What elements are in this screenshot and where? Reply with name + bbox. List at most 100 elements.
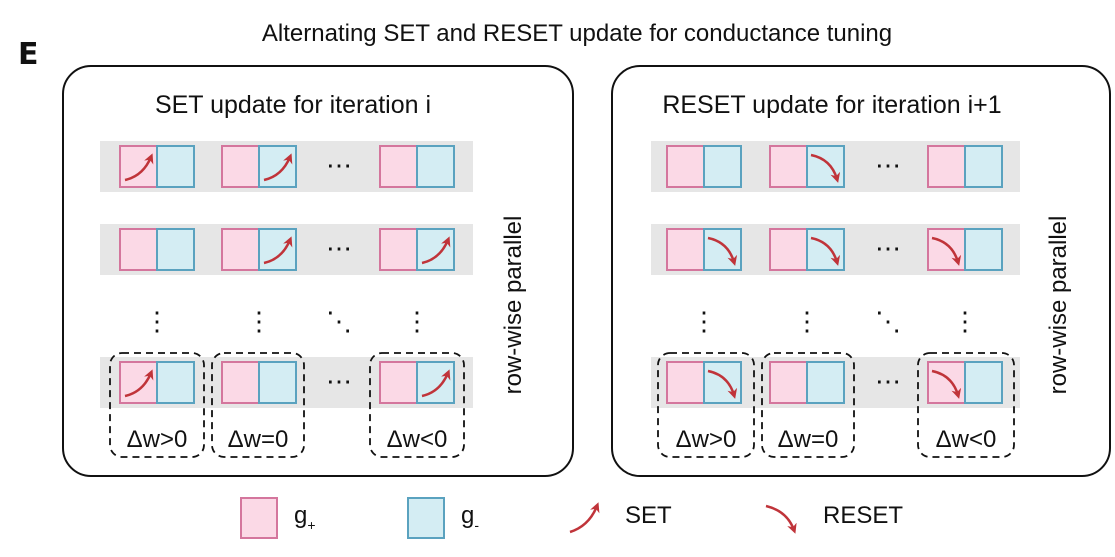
horizontal-ellipsis: ⋯ [875,366,901,396]
vertical-ellipsis: ⋮ [144,306,170,336]
reset-arrow-icon [707,236,738,266]
g-minus-cell [416,145,455,188]
delta-group-outline [761,352,855,458]
conductance-pair [221,361,297,404]
g-minus-cell [703,228,742,271]
horizontal-ellipsis: ⋯ [875,233,901,263]
g-minus-cell [156,145,195,188]
horizontal-ellipsis: ⋯ [326,150,352,180]
legend-g-plus: g+ [240,497,316,539]
g-plus-cell [927,145,966,188]
vertical-ellipsis: ⋮ [404,306,430,336]
g-plus-cell [666,145,705,188]
reset-panel-side-label: row-wise parallel [1045,216,1072,395]
g-plus-cell [666,361,705,404]
conductance-pair [666,361,742,404]
delta-w-label: Δw<0 [936,426,997,453]
diagonal-ellipsis: ⋱ [326,306,352,336]
set-panel-side-label: row-wise parallel [500,216,527,395]
g-plus-cell [927,361,966,404]
conductance-pair [119,145,195,188]
legend-reset-label: RESET [823,502,903,529]
g-plus-cell [379,145,418,188]
legend-set-arrow-icon [569,502,600,534]
vertical-ellipsis: ⋮ [794,306,820,336]
conductance-pair [221,228,297,271]
reset-arrow-icon [810,236,841,266]
g-minus-cell [258,145,297,188]
conductance-pair [379,145,455,188]
g-minus-cell [964,361,1003,404]
set-arrow-icon [263,153,293,182]
g-plus-cell [666,228,705,271]
set-panel-frame [62,65,574,477]
g-plus-cell [221,361,260,404]
delta-group-outline [917,352,1015,458]
g-minus-cell [806,228,845,271]
legend-g-plus-swatch [240,497,278,539]
reset-arrow-icon [931,369,962,399]
delta-group-outline [109,352,205,458]
set-arrow-icon [263,236,293,265]
legend: g+ g- SET RESET [240,497,903,539]
legend-g-minus-label: g- [461,502,479,533]
conductance-pair [666,145,742,188]
horizontal-ellipsis: ⋯ [326,233,352,263]
g-minus-cell [806,361,845,404]
legend-g-plus-base: g [294,502,307,529]
g-plus-cell [221,145,260,188]
legend-g-minus-swatch [407,497,445,539]
conductance-pair [379,361,455,404]
g-plus-cell [769,228,808,271]
reset-arrow-icon [707,369,738,399]
g-plus-cell [221,228,260,271]
conductance-pair [769,145,845,188]
delta-group-outline [369,352,465,458]
g-minus-cell [703,361,742,404]
vertical-ellipsis: ⋮ [952,306,978,336]
delta-w-label: Δw>0 [676,426,737,453]
set-arrow-icon [124,153,154,182]
delta-group-outline [211,352,305,458]
conductance-pair [927,145,1003,188]
legend-g-minus-base: g [461,502,474,529]
legend-reset-arrow-icon [765,504,797,534]
delta-w-label: Δw<0 [387,426,448,453]
g-minus-cell [964,228,1003,271]
conductance-pair [927,228,1003,271]
reset-arrow-icon [931,236,962,266]
reset-arrow-icon [810,153,841,183]
set-arrow-icon [421,369,451,398]
conductance-pair [119,361,195,404]
set-arrow-icon [421,236,451,265]
conductance-pair [666,228,742,271]
conductance-pair [769,228,845,271]
g-minus-cell [806,145,845,188]
delta-w-label: Δw=0 [228,426,289,453]
g-minus-cell [703,145,742,188]
vertical-ellipsis: ⋮ [246,306,272,336]
legend-reset: RESET [765,502,903,534]
g-plus-cell [927,228,966,271]
diagonal-ellipsis: ⋱ [875,306,901,336]
vertical-ellipsis: ⋮ [691,306,717,336]
legend-set-label: SET [625,502,672,529]
g-minus-cell [964,145,1003,188]
reset-panel-frame [611,65,1111,477]
set-panel-title: SET update for iteration i [155,91,431,119]
reset-panel-title: RESET update for iteration i+1 [662,91,1001,119]
legend-g-plus-sub: + [307,517,315,533]
conductance-pair [379,228,455,271]
g-minus-cell [258,361,297,404]
set-arrow-icon [124,369,154,398]
delta-group-outline [657,352,755,458]
conductance-pair [769,361,845,404]
legend-set: SET [569,502,672,534]
figure-title: Alternating SET and RESET update for con… [262,20,892,47]
legend-g-minus-sub: - [474,517,479,533]
horizontal-ellipsis: ⋯ [326,366,352,396]
g-minus-cell [156,228,195,271]
